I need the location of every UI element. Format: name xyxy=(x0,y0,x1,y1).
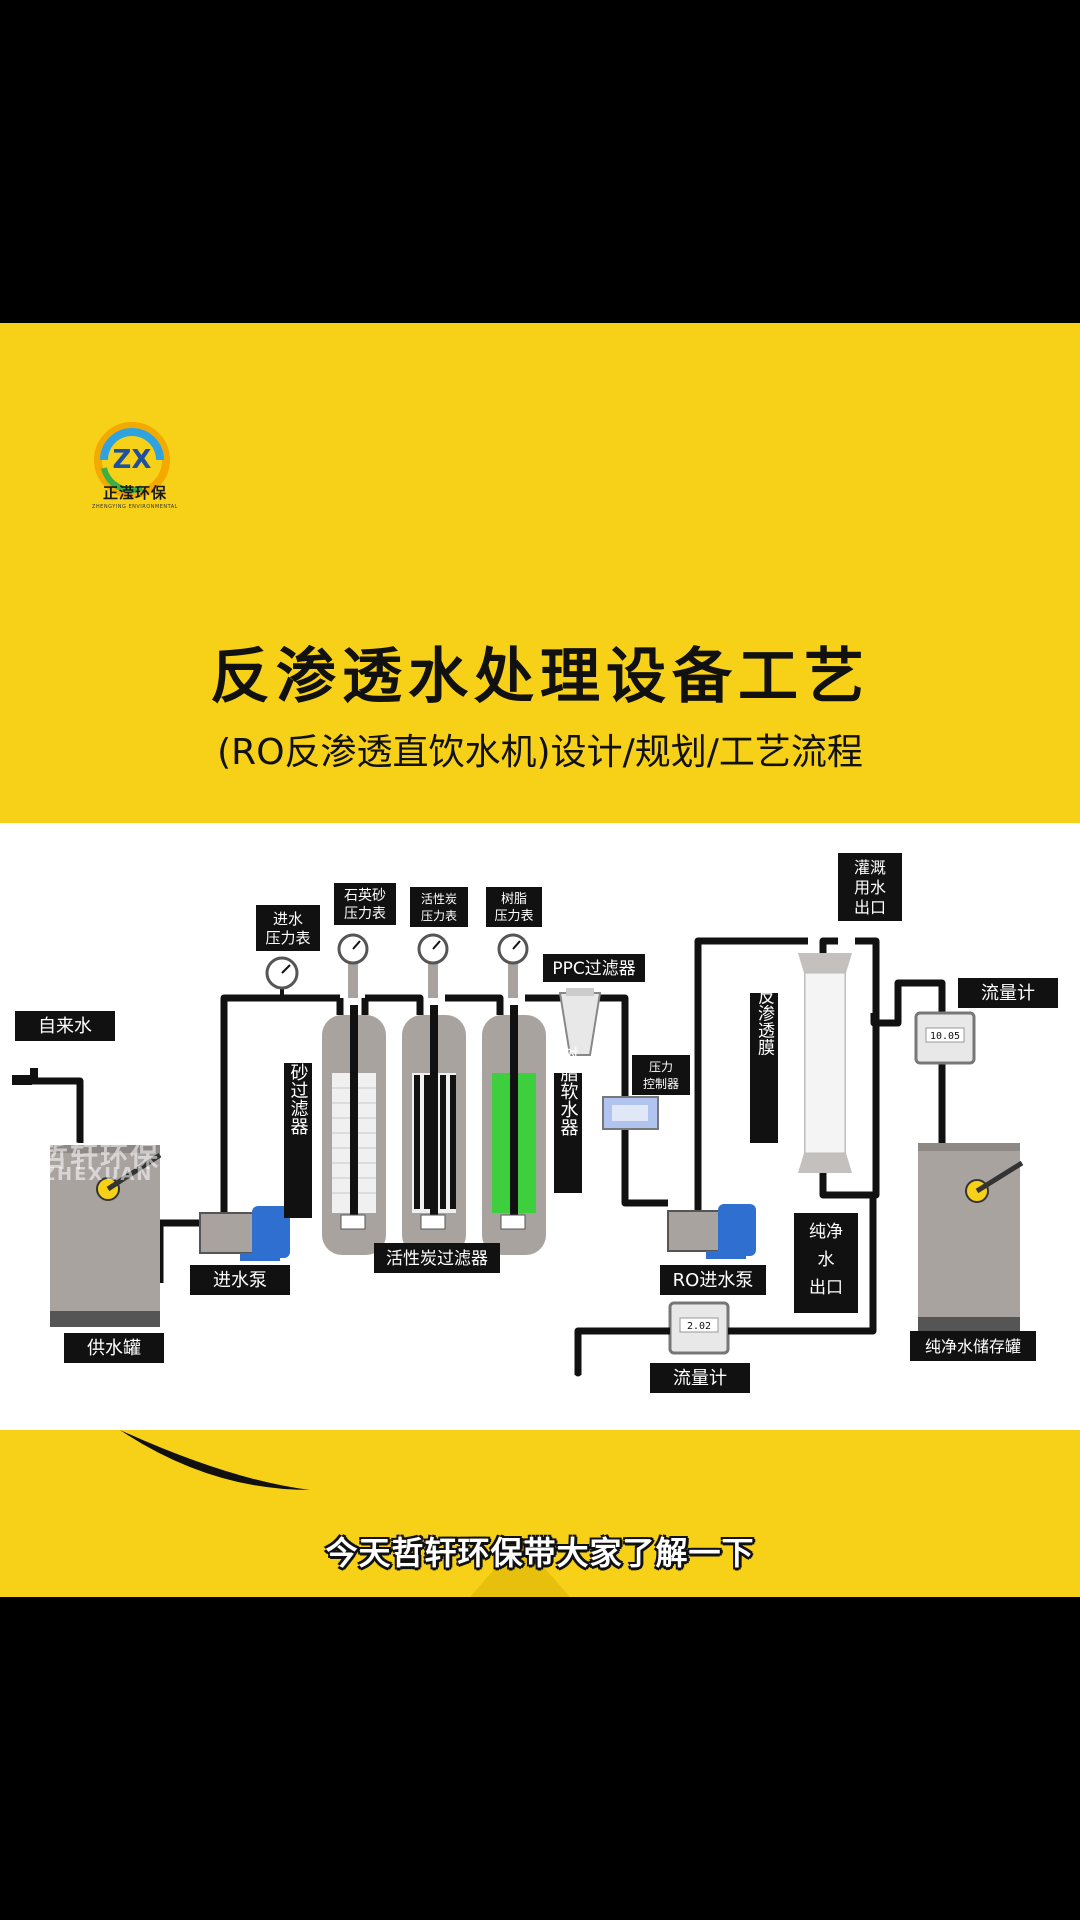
label-ppc-filter: PPC过滤器 xyxy=(552,959,635,979)
label-pure-out-line2: 水 xyxy=(818,1250,835,1270)
page-title: 反渗透水处理设备工艺 xyxy=(210,642,870,712)
label-carbon-gauge-line2: 压力表 xyxy=(421,909,457,923)
decorative-swoosh xyxy=(120,1430,570,1597)
header-panel xyxy=(0,323,1080,823)
label-quartz-gauge-line2: 压力表 xyxy=(344,906,386,922)
quartz-sand-filter xyxy=(322,1005,386,1255)
caption-panel xyxy=(0,1430,1080,1597)
flow-reading-bottom: 2.02 xyxy=(687,1321,711,1332)
label-pure-tank: 纯净水储存罐 xyxy=(925,1337,1021,1356)
flow-reading-top: 10.05 xyxy=(930,1031,960,1042)
label-quartz-gauge-line1: 石英砂 xyxy=(344,887,386,904)
subtitle-caption: 今天哲轩环保带大家了解一下 xyxy=(325,1534,755,1572)
tap-icon xyxy=(12,1075,32,1085)
supply-tank xyxy=(50,1145,162,1327)
label-tap-water: 自来水 xyxy=(38,1016,92,1037)
pressure-controller-icon xyxy=(602,1096,659,1130)
label-flowmeter-bottom: 流量计 xyxy=(673,1368,727,1389)
label-supply-tank: 供水罐 xyxy=(87,1338,141,1359)
logo-initials: ZX xyxy=(113,445,152,475)
label-resin-gauge-line1: 树脂 xyxy=(501,892,527,907)
logo-text: 正滢环保 xyxy=(102,484,167,502)
bottom-letterbox xyxy=(0,1597,1080,1920)
resin-gauge-icon xyxy=(497,933,529,998)
ppc-filter-icon xyxy=(558,988,602,1056)
label-quartz-filter: 石英砂过滤器 xyxy=(288,1027,309,1135)
logo-subtext: ZHENGYING ENVIRONMENTAL xyxy=(92,504,178,510)
label-carbon-filter: 活性炭过滤器 xyxy=(386,1249,488,1269)
label-inlet-pump: 进水泵 xyxy=(213,1270,267,1291)
label-inlet-gauge-line1: 进水 xyxy=(273,910,303,928)
carbon-gauge-icon xyxy=(417,933,449,998)
flowmeter-bottom-icon: 2.02 xyxy=(668,1301,730,1355)
quartz-gauge-icon xyxy=(337,933,369,998)
label-flowmeter-top: 流量计 xyxy=(981,983,1035,1004)
page-subtitle: (RO反渗透直饮水机)设计/规划/工艺流程 xyxy=(217,732,863,773)
label-pure-out-line1: 纯净 xyxy=(809,1222,843,1242)
label-carbon-gauge-line1: 活性炭 xyxy=(421,892,457,906)
inlet-pump-icon xyxy=(199,1206,290,1261)
label-irrigation-line3: 出口 xyxy=(854,898,886,917)
flowmeter-top-icon: 10.05 xyxy=(914,1011,976,1065)
label-ro-pump: RO进水泵 xyxy=(673,1270,754,1291)
label-pure-out-line3: 出口 xyxy=(809,1278,843,1298)
label-irrigation-line2: 用水 xyxy=(854,878,886,897)
watermark-en: ZHEXUAN xyxy=(42,1164,154,1185)
label-pressure-ctrl-line1: 压力 xyxy=(649,1060,673,1074)
inlet-gauge-icon xyxy=(265,956,299,998)
pure-water-tank xyxy=(918,1143,1024,1333)
diagram-labels: 自来水 供水罐 进水泵 进水 压力表 石英砂 压力表 活性炭 压力表 树脂 压力… xyxy=(15,853,1058,1393)
ro-pump-icon xyxy=(667,1204,756,1259)
ro-membrane xyxy=(798,953,852,1173)
top-letterbox xyxy=(0,0,1080,323)
watermark-cn: 哲轩环保 xyxy=(40,1140,161,1173)
label-resin-softener: 树脂软水器 xyxy=(558,1046,579,1136)
activated-carbon-filter xyxy=(402,1005,466,1255)
label-resin-gauge-line2: 压力表 xyxy=(494,909,533,924)
label-pressure-ctrl-line2: 控制器 xyxy=(643,1077,679,1091)
resin-softener xyxy=(482,1005,546,1255)
label-inlet-gauge-line2: 压力表 xyxy=(265,929,310,947)
label-irrigation-line1: 灌溉 xyxy=(854,858,886,877)
label-ro-membrane: RO反渗透膜 xyxy=(754,962,775,1056)
company-logo-icon: ZX xyxy=(94,422,170,498)
process-diagram: 10.05 2.02 自来水 供水罐 进水泵 进水 压力表 石英砂 压力表 活性… xyxy=(12,853,1058,1393)
